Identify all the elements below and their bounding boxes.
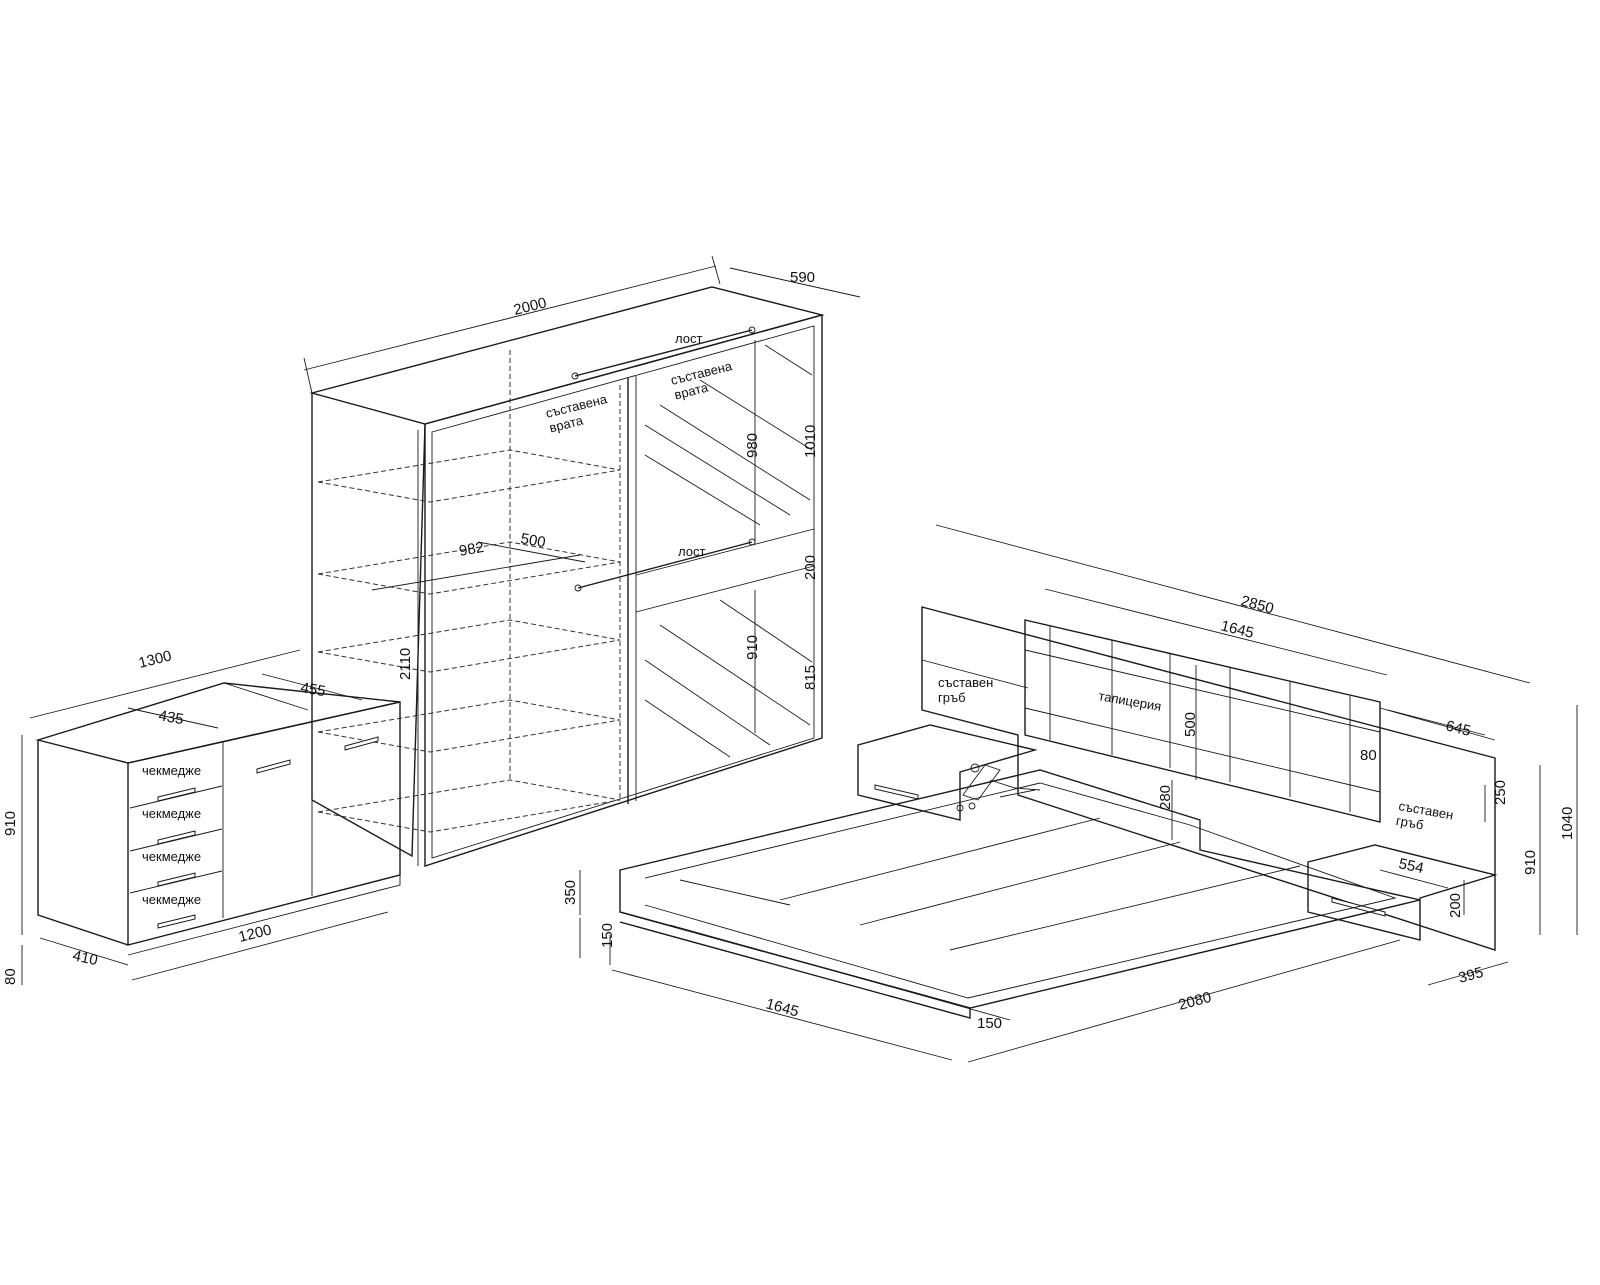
bed-headboard-cushions — [1024, 619, 1381, 823]
wardrobe-door-label-right: съставенаврата — [669, 358, 738, 402]
bed-side-panel-right: съставенгръб — [1395, 798, 1455, 837]
dresser-drawer-handle-4 — [157, 914, 196, 929]
wardrobe-rail-upper: лост — [675, 331, 702, 346]
bed-total-height: 1040 — [1559, 807, 1576, 840]
bed-length: 2080 — [1177, 989, 1214, 1014]
wardrobe-mirror-upper-dim: 980 — [744, 433, 761, 458]
bed-nightstand-height: 200 — [1447, 893, 1464, 918]
wardrobe-mirror-lower-dim: 910 — [744, 635, 761, 660]
dresser-door-handle-2 — [344, 736, 379, 751]
wardrobe-front-inner — [431, 325, 815, 859]
wardrobe-depth: 590 — [790, 269, 815, 286]
bed-dimensions — [579, 524, 1578, 1063]
dresser-depth: 410 — [71, 947, 99, 969]
bed-width: 1645 — [764, 995, 801, 1020]
dresser-drawer-label-4: чекмедже — [142, 892, 201, 907]
bed-lift-mechanism — [956, 763, 1041, 812]
bed-nightstand-depth: 395 — [1457, 964, 1486, 987]
dresser-drawer-handle-1 — [157, 787, 196, 802]
bed-slats — [679, 817, 1301, 951]
wardrobe: 2000 590 2110 лост лост съставенаврата с… — [303, 255, 861, 867]
wardrobe-rails — [571, 326, 756, 592]
dresser-base-width: 1200 — [237, 921, 273, 946]
dresser-dimensions — [21, 649, 389, 985]
wardrobe-height: 2110 — [397, 648, 414, 680]
bed-side-panel-height: 250 — [1492, 780, 1509, 805]
wardrobe-shelf-width: 982 — [458, 539, 486, 560]
dresser-top-seam — [223, 682, 309, 711]
wardrobe-mirror-upper — [644, 344, 813, 526]
bed-frame-outer — [619, 769, 1421, 1009]
wardrobe-dimensions — [303, 255, 861, 866]
dresser-height: 910 — [2, 811, 19, 836]
wardrobe-middle-band — [635, 528, 815, 613]
wardrobe-front — [424, 314, 823, 867]
dresser-front — [127, 701, 401, 946]
dresser-drawer-label-1: чекмедже — [142, 763, 201, 778]
bed-nightstand-left — [857, 724, 1038, 821]
bed-headboard-height: 910 — [1522, 850, 1539, 875]
bed-nightstand-width: 554 — [1397, 855, 1425, 877]
label-line: гръб — [938, 690, 966, 705]
wardrobe-rail-lower: лост — [678, 544, 705, 559]
bed-headboard-width: 1645 — [1219, 617, 1255, 642]
wardrobe-width: 2000 — [512, 294, 548, 319]
dresser-drawer-label-2: чекмедже — [142, 806, 201, 821]
bed-nightstand-left-handle — [874, 784, 919, 800]
bed-cushion-height: 500 — [1182, 712, 1199, 737]
bed-back-panel — [921, 606, 1496, 951]
bed-nightstand-right — [1307, 844, 1498, 941]
wardrobe-shelf-depth: 500 — [519, 530, 547, 551]
wardrobe-mirror-lower — [644, 599, 813, 758]
dresser: 1300 435 455 910 80 410 1200 чекмедже че… — [2, 647, 401, 985]
bed-base — [669, 924, 1011, 1021]
wardrobe-panel-lower-dim: 815 — [802, 665, 819, 690]
wardrobe-panel-upper-dim: 1010 — [802, 425, 819, 458]
bed-frame-inner — [644, 782, 1397, 999]
bed-inner-height: 280 — [1157, 785, 1174, 810]
wardrobe-shelves — [317, 350, 621, 833]
dresser-drawer-handle-2 — [157, 830, 196, 845]
dresser-drawer-handle-3 — [157, 872, 196, 887]
wardrobe-gap-dim: 200 — [802, 555, 819, 580]
dresser-top-right: 455 — [299, 679, 327, 700]
bed-bottom-gap: 150 — [977, 1015, 1002, 1032]
bed-cushion-label: тапицерия — [1097, 688, 1162, 714]
bed-side-panel-width: 645 — [1444, 717, 1472, 740]
bed-back-seam — [921, 659, 1029, 689]
dresser-top — [35, 682, 401, 764]
bed-cushion-depth: 80 — [1360, 747, 1377, 764]
dresser-top-left: 435 — [157, 707, 185, 728]
dresser-drawer-label-3: чекмедже — [142, 849, 201, 864]
wardrobe-left-side — [311, 393, 426, 858]
dresser-width: 1300 — [137, 647, 173, 672]
label-line: гръб — [1395, 813, 1425, 833]
bed-total-width: 2850 — [1239, 592, 1276, 617]
dresser-door-handle-1 — [256, 759, 291, 774]
dresser-left-side — [37, 740, 129, 946]
bed-frame-height: 350 — [562, 880, 579, 905]
bed-leg-height: 150 — [599, 923, 616, 948]
dresser-plinth — [127, 874, 401, 956]
dresser-plinth-dim: 80 — [2, 968, 19, 985]
